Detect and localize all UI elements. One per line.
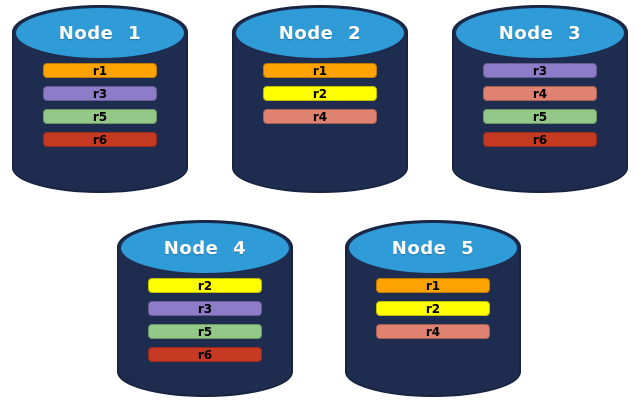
cylinder-top: Node 4 (121, 223, 289, 273)
replica-bar-r5: r5 (43, 109, 157, 124)
node-title: Node 1 (58, 22, 142, 44)
cylinder-top: Node 5 (349, 223, 517, 273)
node-cylinder-5: Node 5 r1 r2 r4 (345, 220, 521, 397)
replica-bar-r4: r4 (376, 324, 490, 339)
replica-bar-r1: r1 (376, 278, 490, 293)
node-cylinder-4: Node 4 r2 r3 r5 r6 (117, 220, 293, 397)
replica-bar-r5: r5 (483, 109, 597, 124)
replica-bar-r3: r3 (43, 86, 157, 101)
cylinder-top: Node 1 (16, 8, 184, 58)
replica-bar-r6: r6 (148, 347, 262, 362)
replica-list: r1 r2 r4 (232, 63, 408, 124)
replica-bar-r2: r2 (376, 301, 490, 316)
replica-list: r1 r3 r5 r6 (12, 63, 188, 147)
replica-list: r1 r2 r4 (345, 278, 521, 339)
replica-bar-r4: r4 (263, 109, 377, 124)
replica-bar-r6: r6 (43, 132, 157, 147)
node-title: Node 3 (498, 22, 582, 44)
replica-list: r2 r3 r5 r6 (117, 278, 293, 362)
replica-bar-r3: r3 (148, 301, 262, 316)
replica-bar-r5: r5 (148, 324, 262, 339)
cylinder-top: Node 3 (456, 8, 624, 58)
node-cylinder-2: Node 2 r1 r2 r4 (232, 5, 408, 193)
node-cylinder-3: Node 3 r3 r4 r5 r6 (452, 5, 628, 193)
replica-list: r3 r4 r5 r6 (452, 63, 628, 147)
node-row-2: Node 4 r2 r3 r5 r6 Node 5 r1 r2 r4 (0, 220, 638, 397)
node-cylinder-1: Node 1 r1 r3 r5 r6 (12, 5, 188, 193)
replica-bar-r1: r1 (43, 63, 157, 78)
node-row-1: Node 1 r1 r3 r5 r6 Node 2 r1 r2 r4 Node 3 r3 r4 r5 r6 (0, 5, 638, 193)
node-title: Node 4 (163, 237, 247, 259)
replica-bar-r6: r6 (483, 132, 597, 147)
node-title: Node 2 (278, 22, 362, 44)
cylinder-top: Node 2 (236, 8, 404, 58)
replica-bar-r1: r1 (263, 63, 377, 78)
replica-bar-r2: r2 (263, 86, 377, 101)
replica-bar-r2: r2 (148, 278, 262, 293)
replica-bar-r4: r4 (483, 86, 597, 101)
replica-bar-r3: r3 (483, 63, 597, 78)
node-title: Node 5 (391, 237, 475, 259)
